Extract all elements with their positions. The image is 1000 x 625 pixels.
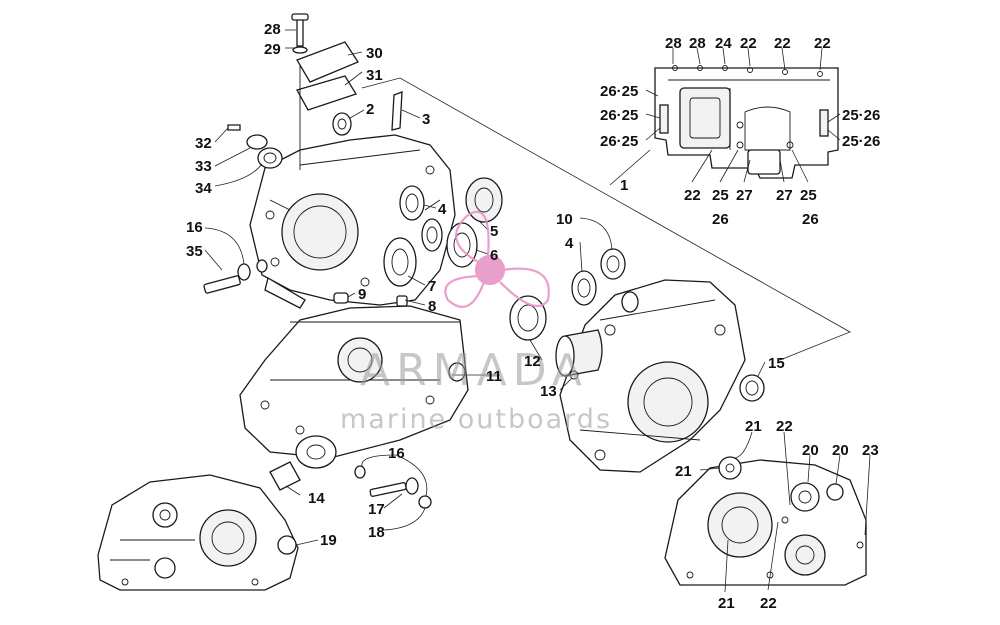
- callout-label: 22: [774, 35, 791, 52]
- callout-label: 31: [366, 67, 383, 84]
- inset-top-view: [654, 65, 839, 179]
- callout-label: 24: [715, 35, 732, 52]
- callout-label: 25·26: [842, 133, 880, 150]
- watermark: ARMADA marine outboards: [340, 210, 612, 435]
- callout-label: 22: [684, 187, 701, 204]
- gasket-parts: [227, 124, 283, 169]
- callout-label: 25·26: [842, 107, 880, 124]
- dowel-8: [396, 295, 408, 307]
- callout-label: 25: [800, 187, 817, 204]
- dowel-9: [333, 292, 349, 304]
- callout-label: 4: [438, 201, 447, 218]
- callout-label: 26·25: [600, 133, 638, 150]
- callout-label: 23: [862, 442, 879, 459]
- callout-label: 29: [264, 41, 281, 58]
- callout-label: 11: [486, 368, 502, 385]
- callout-label: 22: [776, 418, 793, 435]
- callout-label: 14: [308, 490, 325, 507]
- callout-label: 8: [428, 298, 436, 315]
- callout-label: 30: [366, 45, 383, 62]
- callout-label: 16: [186, 219, 203, 236]
- callout-label: 22: [740, 35, 757, 52]
- callout-label: 27: [776, 187, 793, 204]
- callout-label: 32: [195, 135, 212, 152]
- seal-11: [448, 362, 466, 382]
- callout-label: 12: [524, 353, 541, 370]
- callout-label: 3: [422, 111, 430, 128]
- callout-label: 26: [712, 211, 729, 228]
- callout-label: 26: [802, 211, 819, 228]
- callout-label: 28: [264, 21, 281, 38]
- callout-label: 28: [665, 35, 682, 52]
- callout-labels: 1 2 3 4 4 5 6 7 8 9 10 11 12 13 14 15 16…: [186, 21, 880, 612]
- seal-2: [332, 112, 352, 136]
- callout-label: 22: [760, 595, 777, 612]
- filter-14: [269, 461, 301, 491]
- callout-label: 21: [718, 595, 735, 612]
- callout-label: 13: [540, 383, 557, 400]
- callout-label: 35: [186, 243, 203, 260]
- callout-label: 34: [195, 180, 212, 197]
- callout-label: 15: [768, 355, 785, 372]
- callout-label: 19: [320, 532, 337, 549]
- callout-label: 20: [832, 442, 849, 459]
- oil-pump-cover: [295, 435, 337, 469]
- leader-lines: [204, 29, 871, 593]
- callout-label: 22: [814, 35, 831, 52]
- callout-label: 16: [388, 445, 405, 462]
- drain-plug: [354, 465, 432, 509]
- callout-label: 25: [712, 187, 729, 204]
- callout-label: 17: [368, 501, 385, 518]
- watermark-propeller-icon: [444, 210, 550, 308]
- right-bearings: [509, 248, 765, 402]
- callout-label: 20: [802, 442, 819, 459]
- callout-label: 10: [556, 211, 573, 228]
- inset-bottom-right: [664, 456, 867, 586]
- assembly-bracket: [361, 77, 851, 361]
- callout-label: 9: [358, 286, 366, 303]
- shaft-35: [203, 259, 268, 294]
- callout-label: 4: [565, 235, 574, 252]
- right-crankcase-half: [559, 279, 746, 473]
- watermark-subtitle: marine outboards: [340, 404, 612, 435]
- callout-label: 2: [366, 101, 374, 118]
- callout-label: 28: [689, 35, 706, 52]
- callout-label: 21: [675, 463, 692, 480]
- callout-label: 7: [428, 278, 436, 295]
- callout-label: 18: [368, 524, 385, 541]
- cover-parts: [291, 13, 359, 170]
- callout-label: 6: [490, 247, 498, 264]
- callout-label: 27: [736, 187, 753, 204]
- callout-label: 5: [490, 223, 498, 240]
- callout-label: 26·25: [600, 107, 638, 124]
- callout-label: 21: [745, 418, 762, 435]
- callout-label: 33: [195, 158, 212, 175]
- watermark-title: ARMADA: [360, 345, 588, 396]
- callout-label: 1: [620, 177, 628, 194]
- lower-case-half: [239, 305, 469, 459]
- tube-3: [391, 91, 403, 131]
- callout-label: 26·25: [600, 83, 638, 100]
- inset-bottom-left: [97, 474, 299, 591]
